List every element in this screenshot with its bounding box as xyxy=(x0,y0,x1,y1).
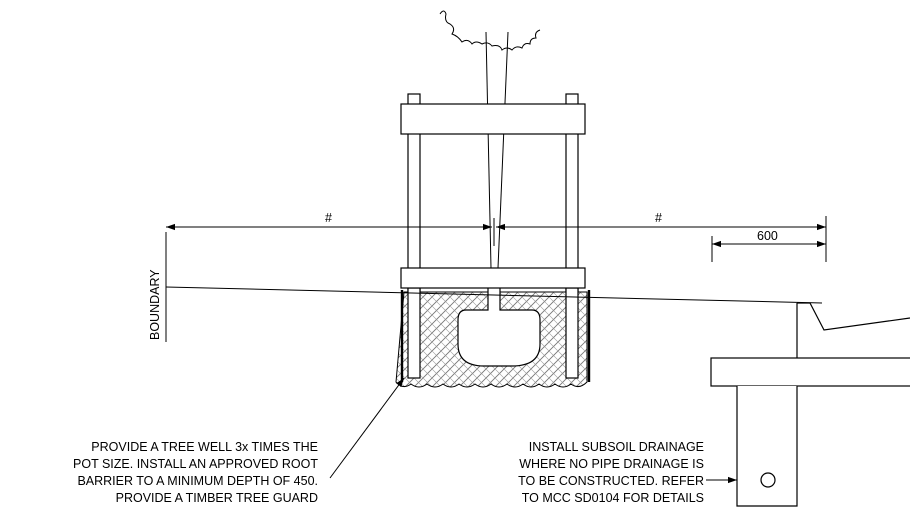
note-line: BARRIER TO A MINIMUM DEPTH OF 450. xyxy=(77,474,318,488)
note-line: PROVIDE A TIMBER TREE GUARD xyxy=(115,491,318,505)
tree-well-leader xyxy=(329,377,405,479)
dimension-right-label: # xyxy=(655,211,662,225)
guard-lower-rail xyxy=(400,267,586,289)
ground-line xyxy=(165,286,823,304)
subsoil-drain-pipe xyxy=(760,472,776,488)
tree-trunk xyxy=(485,31,509,269)
dimension-offset-label: 600 xyxy=(757,229,778,243)
note-line: PROVIDE A TREE WELL 3x TIMES THE xyxy=(91,440,318,454)
note-line: POT SIZE. INSTALL AN APPROVED ROOT xyxy=(73,457,318,471)
boundary-label: BOUNDARY xyxy=(148,269,162,340)
tree-well-note: PROVIDE A TREE WELL 3x TIMES THE POT SIZ… xyxy=(73,439,318,507)
dimension-overall xyxy=(166,216,827,246)
root-ball xyxy=(457,275,541,367)
note-line: WHERE NO PIPE DRAINAGE IS xyxy=(519,457,704,471)
tree-canopy-outline xyxy=(439,10,541,51)
note-line: TO MCC SD0104 FOR DETAILS xyxy=(521,491,704,505)
dimension-offset xyxy=(711,236,827,262)
kerb-and-channel xyxy=(710,302,910,507)
note-line: INSTALL SUBSOIL DRAINAGE xyxy=(528,440,704,454)
subsoil-drainage-note: INSTALL SUBSOIL DRAINAGE WHERE NO PIPE D… xyxy=(518,439,704,507)
note-line: TO BE CONSTRUCTED. REFER xyxy=(518,474,704,488)
dimension-left-label: # xyxy=(325,211,332,225)
